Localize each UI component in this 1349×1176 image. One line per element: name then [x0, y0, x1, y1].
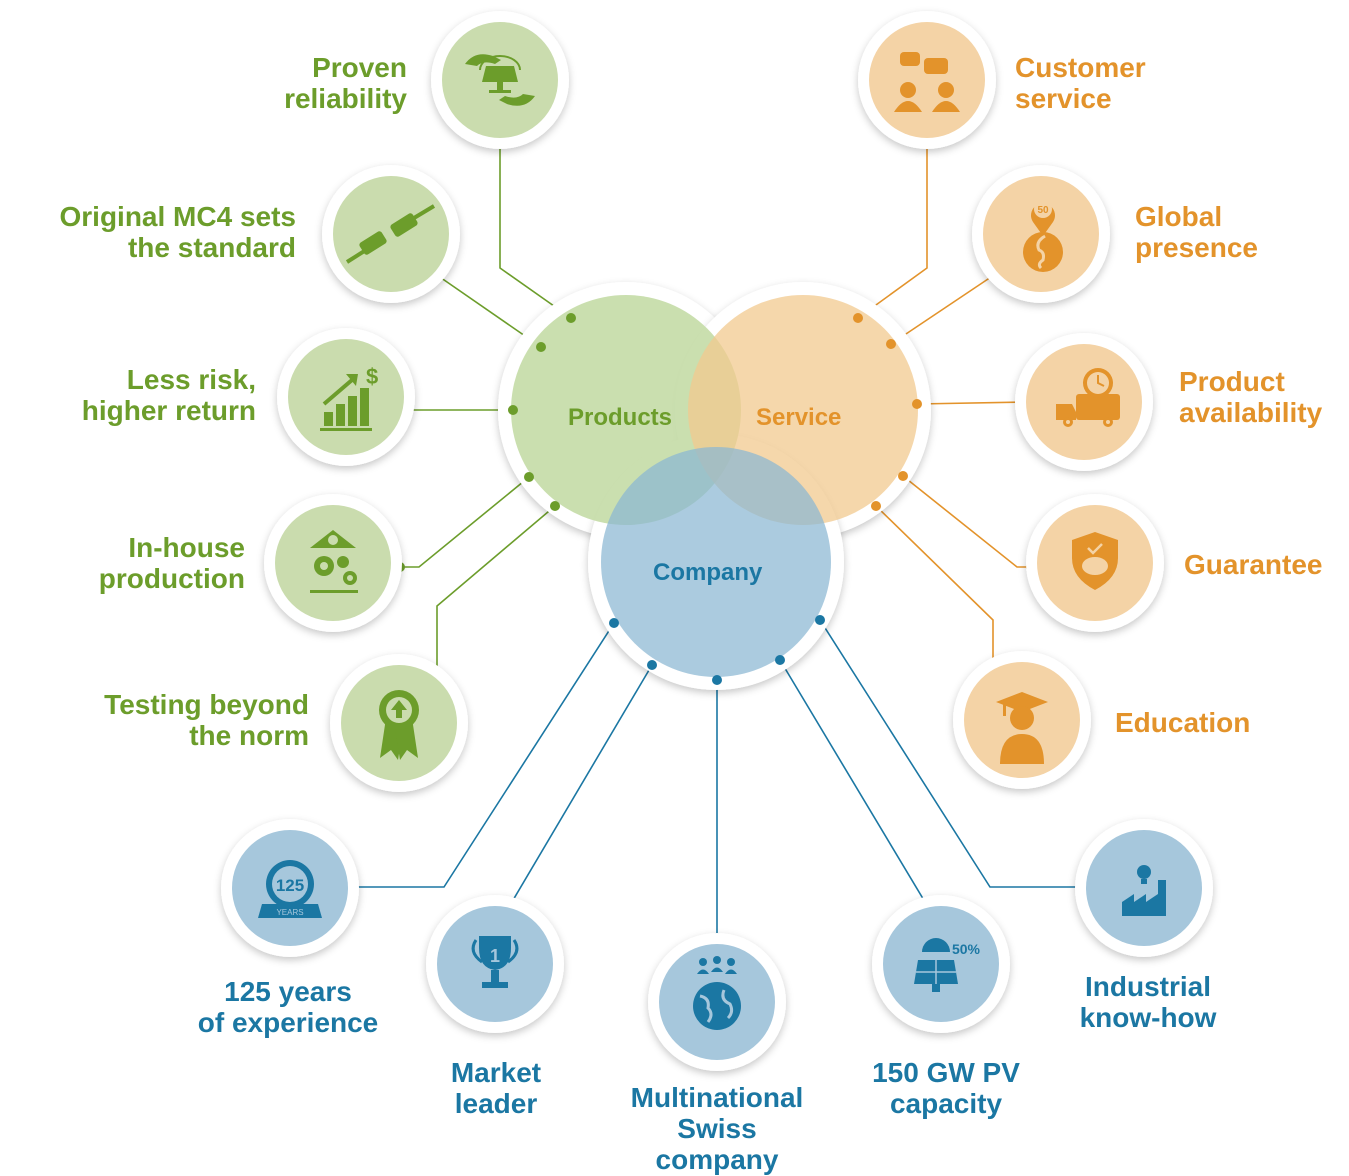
- label-education: Education: [1115, 707, 1251, 738]
- node-education: [953, 651, 1091, 789]
- delivery-truck-clock-icon: [1056, 368, 1120, 427]
- svg-text:50%: 50%: [952, 941, 981, 957]
- label-guarantee: Guarantee: [1184, 549, 1323, 580]
- connector-plug-icon: [345, 204, 436, 264]
- venn-label-service: Service: [756, 404, 842, 431]
- venn-label-products: Products: [568, 404, 673, 431]
- node-proven-reliability: [431, 11, 569, 149]
- growth-chart-dollar-icon: $: [320, 364, 378, 431]
- hands-solar-panel-icon: [465, 54, 535, 106]
- node-original-mc4: [322, 165, 460, 303]
- shield-piggy-bank-icon: [1072, 532, 1118, 590]
- solar-panel-sun-icon: 50%: [914, 938, 981, 992]
- node-global-presence: 50: [972, 165, 1110, 303]
- label-less-risk: Less risk,higher return: [81, 364, 256, 426]
- globe-pin-icon: 50: [1023, 200, 1063, 272]
- award-ribbon-icon: [379, 690, 419, 760]
- node-125-years: 125 YEARS: [221, 819, 359, 957]
- venn-label-company: Company: [653, 559, 763, 586]
- node-150gw: 50%: [872, 895, 1010, 1033]
- globe-people-icon: [693, 956, 741, 1030]
- node-industrial: [1075, 819, 1213, 957]
- venn-diagram: [498, 282, 931, 690]
- svg-text:125: 125: [276, 876, 304, 895]
- node-customer-service: [858, 11, 996, 149]
- factory-gears-icon: [310, 530, 358, 593]
- anniversary-badge-icon: 125 YEARS: [258, 860, 322, 918]
- svg-text:YEARS: YEARS: [276, 908, 303, 917]
- node-guarantee: [1026, 494, 1164, 632]
- svg-text:$: $: [366, 364, 378, 389]
- trophy-icon: 1: [471, 936, 519, 988]
- venn-circle-company: [601, 447, 831, 677]
- graduate-person-icon: [996, 692, 1048, 764]
- node-product-availability: [1015, 333, 1153, 471]
- svg-text:50: 50: [1037, 205, 1049, 216]
- people-chat-icon: [894, 52, 960, 112]
- factory-lightbulb-icon: [1122, 865, 1166, 916]
- svg-text:1: 1: [490, 946, 500, 966]
- node-in-house-production: [264, 494, 402, 632]
- node-market-leader: 1: [426, 895, 564, 1033]
- node-multinational: [648, 933, 786, 1071]
- node-testing-beyond: [330, 654, 468, 792]
- node-less-risk: $: [277, 328, 415, 466]
- connector-lines: [347, 143, 1083, 938]
